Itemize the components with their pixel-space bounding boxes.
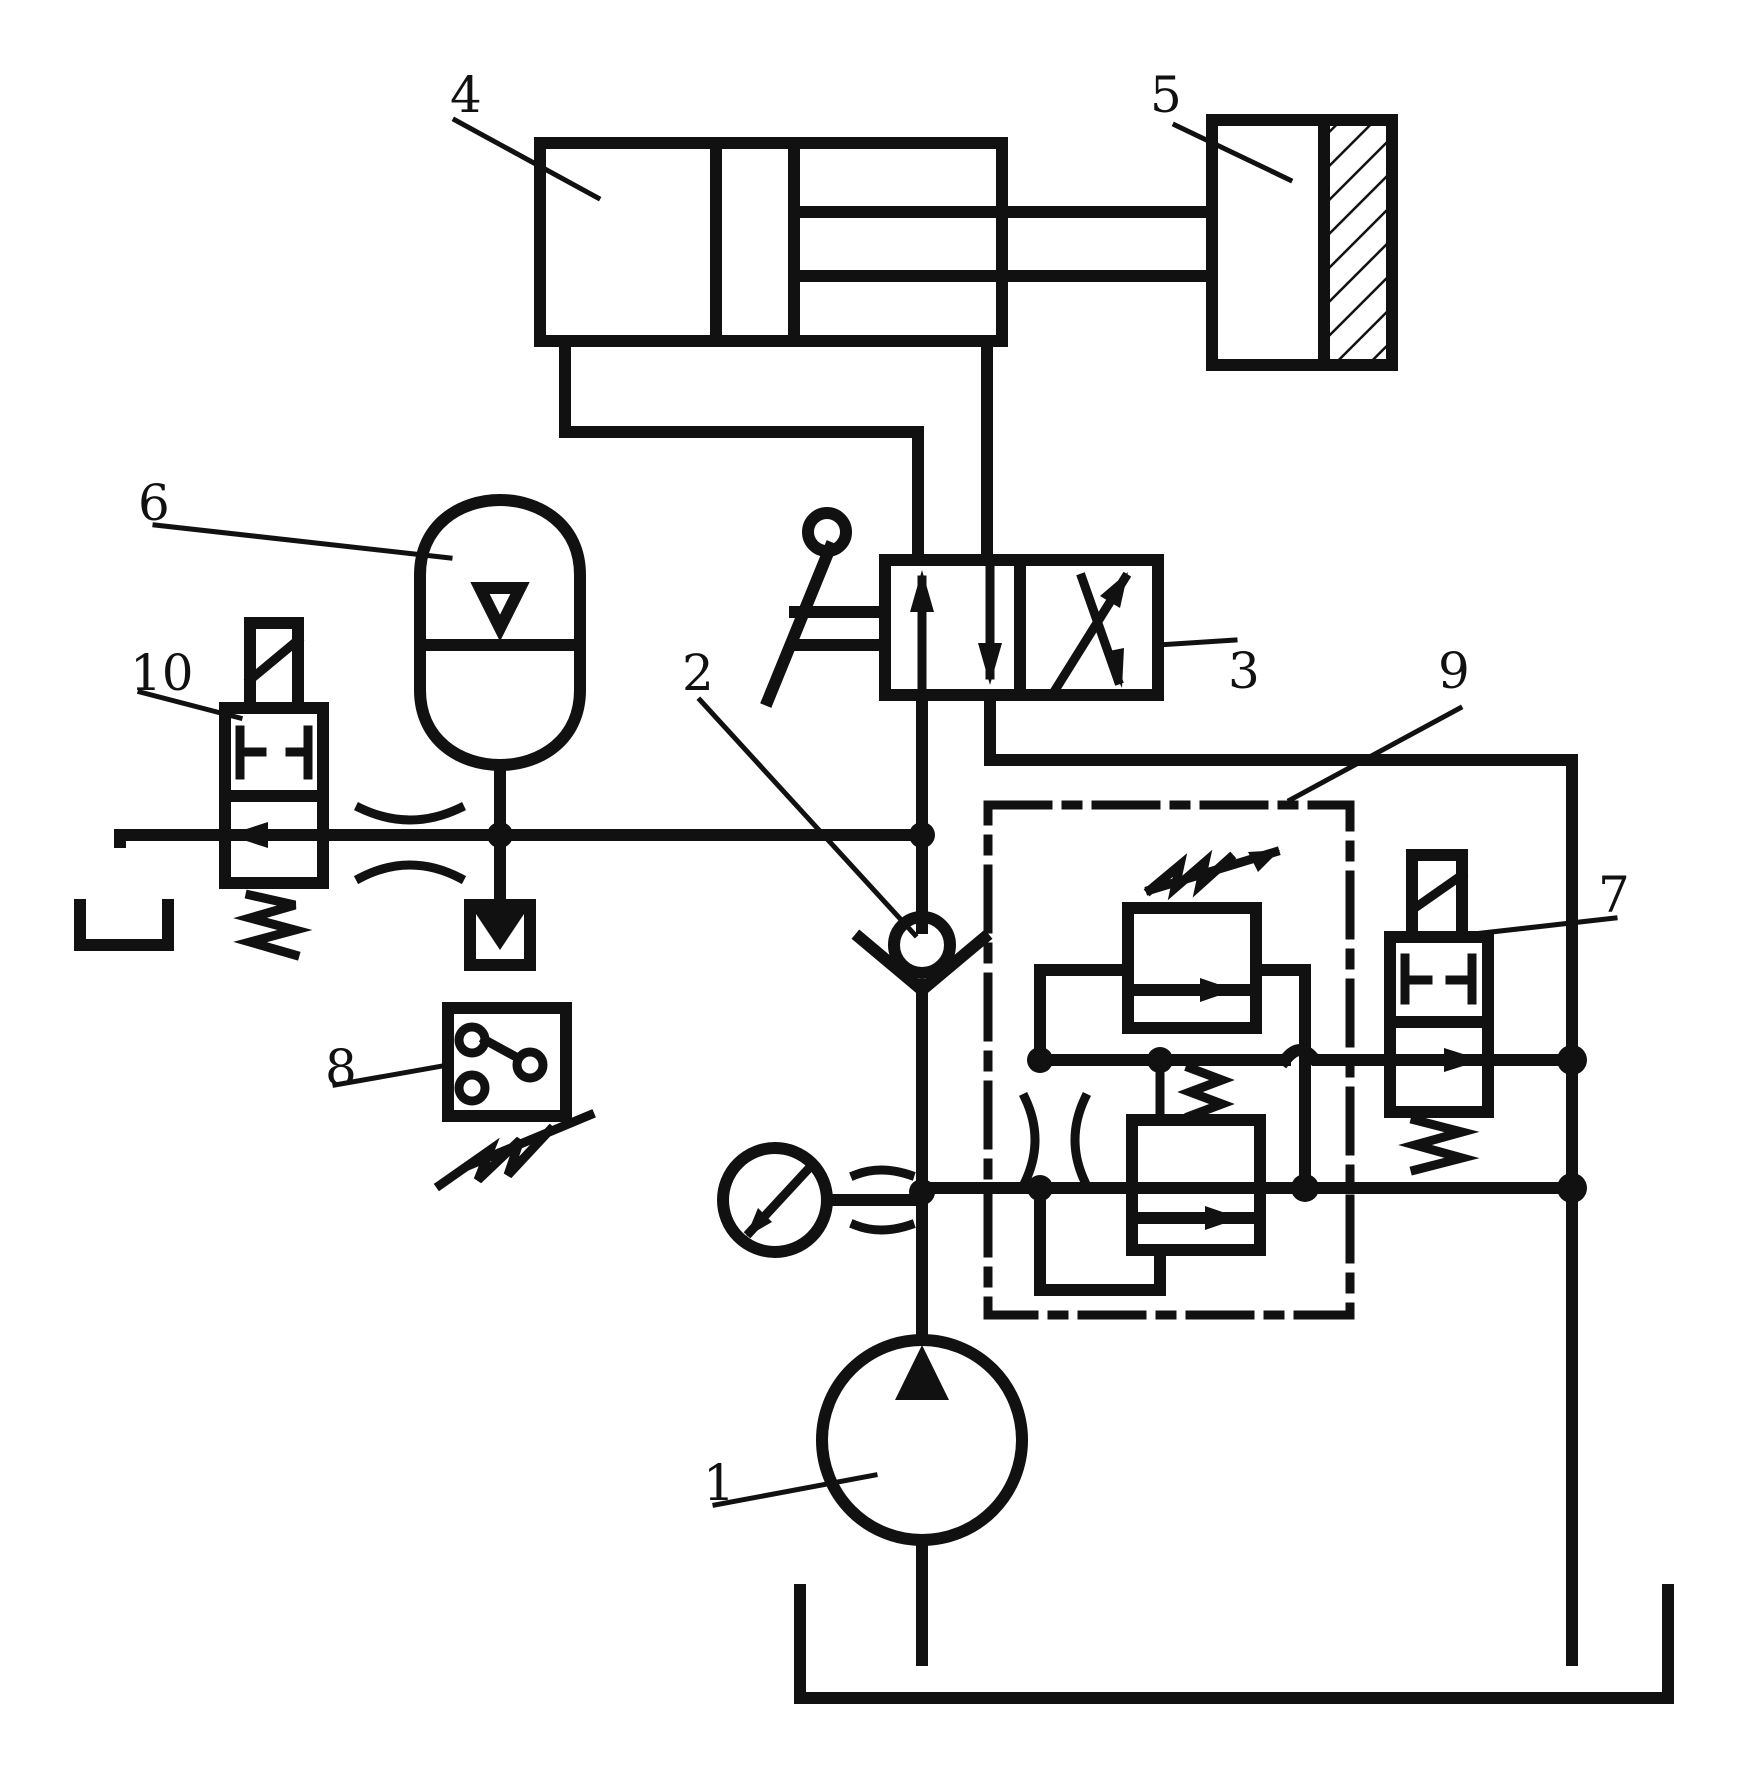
- junction-dot: [1557, 1173, 1587, 1203]
- unloading-relief-valve: [983, 800, 1355, 1320]
- cylinder-lines: [559, 335, 993, 566]
- label-check-valve: 2: [682, 644, 714, 702]
- component-labels: 4 5 6 10 2 3 9 7 8 1: [130, 66, 1630, 1512]
- label-load: 5: [1150, 66, 1182, 124]
- tank: [794, 1584, 1674, 1704]
- pressure-switch: [433, 829, 596, 1192]
- label-pressure-switch: 8: [325, 1039, 357, 1097]
- junction-dot: [1027, 1175, 1053, 1201]
- label-unloading-relief-valve: 9: [1438, 642, 1470, 700]
- hatched-wall: [1328, 126, 1386, 359]
- junction-dot: [909, 822, 935, 848]
- label-cylinder: 4: [450, 66, 482, 124]
- directional-valve[interactable]: [760, 507, 1238, 708]
- load-mass: [1206, 114, 1398, 371]
- check-valve: [851, 911, 993, 998]
- accumulator: [353, 494, 586, 885]
- hydraulic-cylinder: [534, 137, 1218, 347]
- solenoid-valve-10: [74, 617, 329, 961]
- junction-dot: [1557, 1045, 1587, 1075]
- hydraulic-pump: [816, 1334, 1028, 1666]
- label-solenoid-valve-8: 7: [1598, 866, 1630, 924]
- solenoid-valve-8: [1384, 849, 1494, 1176]
- junction-dot: [1027, 1047, 1053, 1073]
- junction-dot: [1147, 1047, 1173, 1073]
- label-directional-valve: 3: [1228, 642, 1260, 700]
- label-accumulator: 6: [138, 474, 170, 532]
- pressure-gauge: [717, 1142, 928, 1258]
- label-solenoid-valve-10: 10: [130, 644, 194, 702]
- leader-lines: [136, 116, 1618, 1508]
- junction-dot: [1291, 1174, 1319, 1202]
- label-pump: 1: [703, 1454, 735, 1512]
